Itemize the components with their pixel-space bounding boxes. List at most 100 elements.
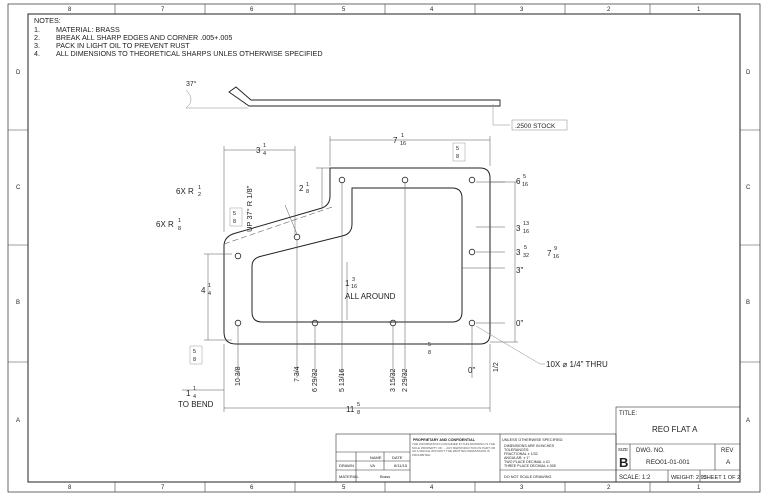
slot-radius-box [229, 207, 243, 227]
hole-note-leader [475, 325, 545, 365]
dim-corner-radius-a-label: 6X R [176, 187, 194, 196]
bend-note: UP 37° R 1/8" [245, 185, 254, 232]
dim-step-height-num: 1 [306, 182, 309, 188]
dim-right-c-den: 32 [523, 253, 529, 259]
dim-bend-dist-whole: 1 [186, 389, 191, 398]
dim-bottom-edge-den: 8 [428, 350, 431, 356]
holes [234, 176, 476, 327]
dim-overall-width-den: 8 [357, 410, 360, 416]
weight-text: WEIGHT: 2.93 [671, 475, 707, 481]
x-dim-1: 10 3/8 [235, 366, 242, 386]
dim-right-b-den: 16 [523, 229, 529, 235]
dim-overall-width-num: 5 [357, 402, 360, 408]
hole [468, 176, 476, 184]
dim-step-height-den: 8 [306, 189, 309, 195]
side-view-angle: 37° [186, 80, 197, 88]
outer-border [7, 3, 761, 493]
drawn-name: VA [370, 463, 375, 468]
scale-text: SCALE: 1:2 [619, 475, 651, 481]
date-column-label: DATE [392, 455, 403, 460]
dim-right-d: 3" [516, 266, 523, 275]
dimension-lines [182, 136, 518, 412]
hole [234, 319, 242, 327]
dim-inner-radius-num: 3 [352, 277, 355, 283]
dim-right-c-num: 5 [524, 245, 527, 251]
x-dim-6: 2 29/32 [402, 369, 409, 392]
zone-top-8: 8 [68, 7, 72, 13]
zone-bottom-6: 6 [250, 485, 254, 491]
stock-callout-box [511, 119, 568, 131]
dimension-text: 7 1 16 3 1 4 5 8 2 1 8 6X R 1 2 6X R 1 8… [156, 133, 608, 416]
dim-right-b-num: 13 [523, 221, 529, 227]
dim-right-a-whole: 6 [516, 177, 521, 186]
dim-all-around: ALL AROUND [345, 292, 396, 301]
flat-pattern [223, 167, 491, 345]
dim-right-a-den: 16 [522, 182, 528, 188]
zone-right-A: A [746, 418, 750, 424]
dim-left-height-den: 4 [208, 291, 211, 297]
dim-overall-height-den: 16 [553, 254, 559, 260]
hole [401, 176, 409, 184]
hole [468, 248, 476, 256]
zone-ticks [8, 4, 760, 492]
dwg-label: DWG. NO. [636, 448, 665, 454]
inner-cutout [251, 187, 463, 323]
dim-left-edge-num: 5 [193, 349, 196, 355]
dim-overall-height-num: 9 [554, 246, 557, 252]
proprietary-body: THE INFORMATION CONTAINED IN THIS DRAWIN… [412, 443, 496, 458]
part-outline [223, 167, 491, 345]
zone-top-1: 1 [697, 7, 701, 13]
tolerance-line-1: DIMENSIONS ARE IN INCHES [504, 444, 555, 448]
top-slot-box [452, 142, 466, 162]
hole-callout: 10X ⌀ 1/4" THRU [546, 360, 608, 369]
zone-left-D: D [16, 70, 21, 76]
to-bend-label: TO BEND [178, 400, 214, 409]
dim-overall-width-whole: 11 [346, 405, 355, 414]
bend-line [223, 206, 333, 245]
zone-left-A: A [16, 418, 20, 424]
hole [468, 319, 476, 327]
note-4-number: 4. [34, 49, 40, 58]
dim-right-b-whole: 3 [516, 224, 521, 233]
dim-left-offset-whole: 3 [256, 146, 261, 155]
zone-bottom-4: 4 [430, 485, 434, 491]
tolerance-line-6: THREE PLACE DECIMAL ±.005 [504, 464, 556, 468]
rev-value: A [726, 459, 731, 466]
dim-inner-radius-whole: 1 [345, 279, 350, 288]
hole [311, 319, 319, 327]
dim-left-offset-num: 1 [263, 143, 266, 149]
x-dim-4: 5 13/16 [339, 369, 346, 392]
dwg-number: REO01-01-001 [646, 459, 690, 466]
note-3-number: 3. [34, 41, 40, 50]
hole [293, 233, 301, 241]
dim-corner-radius-b-den: 8 [178, 226, 181, 232]
dim-bend-dist-num: 1 [193, 386, 196, 392]
drawn-date: 8/11/15 [394, 463, 408, 468]
dim-left-edge-den: 8 [193, 357, 196, 363]
left-edge-box [189, 345, 203, 365]
tolerance-line-3: FRACTIONAL ± 1/32 [504, 452, 538, 456]
hole [338, 176, 346, 184]
unless-heading: UNLESS OTHERWISE SPECIFIED: [502, 438, 563, 442]
zone-top-5: 5 [342, 7, 346, 13]
title-block [335, 406, 741, 483]
hole [389, 319, 397, 327]
dim-inner-radius-den: 16 [351, 284, 357, 290]
dim-left-height-whole: 4 [201, 286, 206, 295]
rev-label: REV [721, 448, 733, 454]
zone-top-3: 3 [520, 7, 524, 13]
proprietary-heading: PROPRIETARY AND CONFIDENTIAL [413, 438, 476, 442]
zone-right-D: D [746, 70, 751, 76]
dim-step-height-whole: 2 [299, 184, 304, 193]
tolerance-line-5: TWO PLACE DECIMAL ±.01 [504, 460, 550, 464]
material-label: MATERIAL [339, 474, 359, 479]
dim-slot-radius-den: 8 [456, 154, 459, 160]
zone-top-2: 2 [607, 7, 611, 13]
zone-top-7: 7 [161, 7, 165, 13]
notes-title: NOTES: [34, 16, 61, 25]
title-block-text: TITLE: REO FLAT A PROPRIETARY AND CONFID… [339, 411, 740, 481]
bottom-x-dims: 10 3/8 7 3/4 6 29/32 5 13/16 3 15/32 2 2… [235, 362, 500, 392]
zone-top-4: 4 [430, 7, 434, 13]
dim-corner-radius-b-label: 6X R [156, 220, 174, 229]
material-value: Brass [380, 474, 390, 479]
